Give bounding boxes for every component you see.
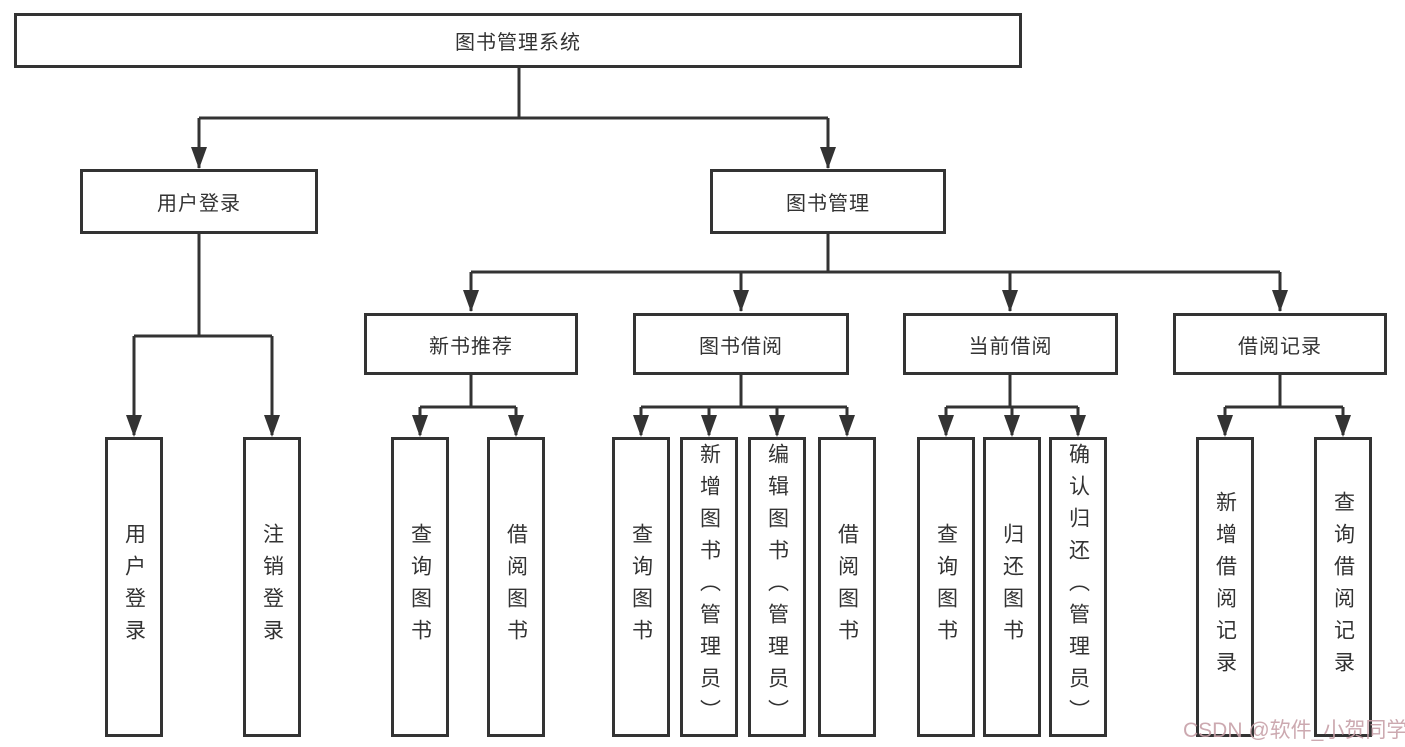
leaf-borrow-books-recommend: 借阅图书 bbox=[487, 437, 545, 737]
leaf-query-books-recommend: 查询图书 bbox=[391, 437, 449, 737]
leaf-query-books-current: 查询图书 bbox=[917, 437, 975, 737]
node-user-login: 用户登录 bbox=[80, 169, 318, 234]
leaf-label: 新增图书（管理员） bbox=[697, 443, 721, 731]
node-library-management-system: 图书管理系统 bbox=[14, 13, 1022, 68]
leaf-query-books-borrow: 查询图书 bbox=[612, 437, 670, 737]
leaf-confirm-return-admin: 确认归还（管理员） bbox=[1049, 437, 1107, 737]
leaf-label: 归还图书 bbox=[1000, 523, 1024, 651]
leaf-label: 借阅图书 bbox=[835, 523, 859, 651]
leaf-query-borrow-record: 查询借阅记录 bbox=[1314, 437, 1372, 737]
node-label: 借阅记录 bbox=[1238, 335, 1322, 358]
node-new-book-recommendation: 新书推荐 bbox=[364, 313, 578, 375]
leaf-logout: 注销登录 bbox=[243, 437, 301, 737]
node-label: 新书推荐 bbox=[429, 335, 513, 358]
node-book-management: 图书管理 bbox=[710, 169, 946, 234]
leaf-edit-books-admin: 编辑图书（管理员） bbox=[748, 437, 806, 737]
node-book-borrowing: 图书借阅 bbox=[633, 313, 849, 375]
node-label: 图书借阅 bbox=[699, 335, 783, 358]
leaf-add-books-admin: 新增图书（管理员） bbox=[680, 437, 738, 737]
node-label: 图书管理 bbox=[786, 193, 870, 215]
leaf-label: 借阅图书 bbox=[504, 523, 528, 651]
node-borrowing-records: 借阅记录 bbox=[1173, 313, 1387, 375]
node-current-borrowing: 当前借阅 bbox=[903, 313, 1118, 375]
leaf-label: 查询图书 bbox=[408, 523, 432, 651]
leaf-return-books: 归还图书 bbox=[983, 437, 1041, 737]
leaf-label: 新增借阅记录 bbox=[1213, 491, 1237, 683]
leaf-label: 查询借阅记录 bbox=[1331, 491, 1355, 683]
leaf-add-borrow-record: 新增借阅记录 bbox=[1196, 437, 1254, 737]
leaf-borrow-books: 借阅图书 bbox=[818, 437, 876, 737]
leaf-label: 查询图书 bbox=[629, 523, 653, 651]
node-label: 用户登录 bbox=[157, 193, 241, 215]
leaf-label: 用户登录 bbox=[122, 523, 146, 651]
leaf-label: 确认归还（管理员） bbox=[1066, 443, 1090, 731]
leaf-label: 查询图书 bbox=[934, 523, 958, 651]
node-label: 当前借阅 bbox=[968, 335, 1053, 358]
leaf-user-login: 用户登录 bbox=[105, 437, 163, 737]
leaf-label: 注销登录 bbox=[260, 523, 284, 651]
node-label: 图书管理系统 bbox=[455, 32, 581, 54]
leaf-label: 编辑图书（管理员） bbox=[765, 443, 789, 731]
